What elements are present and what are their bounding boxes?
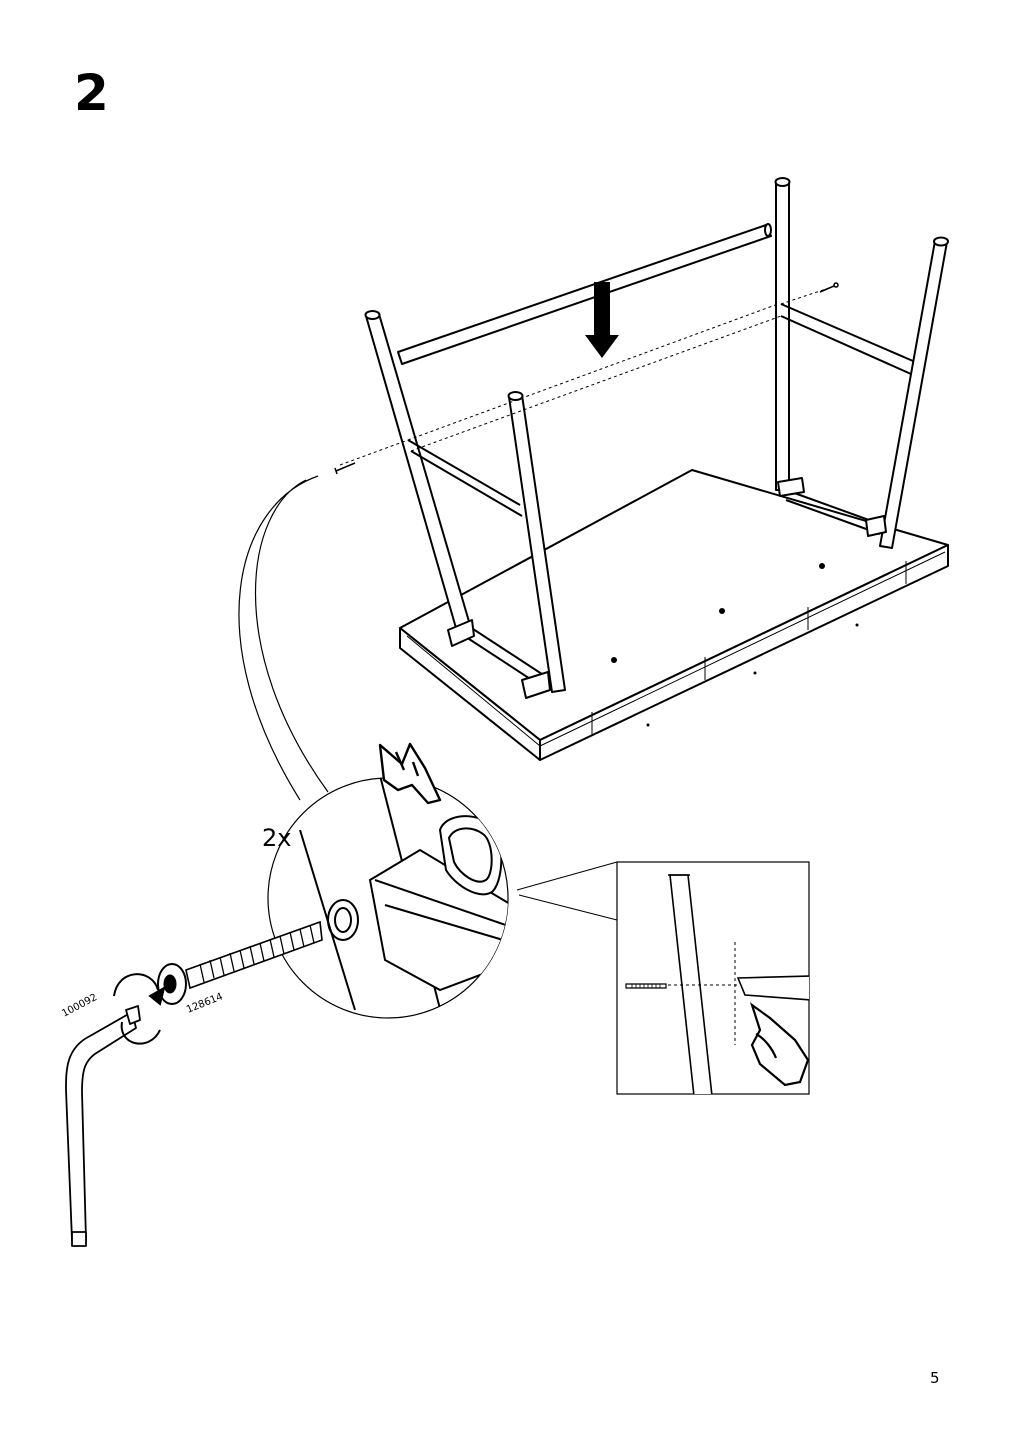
- hand-pointing-icon: [378, 742, 442, 805]
- callout-connector: [238, 475, 329, 801]
- bolt: [157, 920, 323, 1005]
- hand-icon: [749, 1002, 809, 1087]
- detail-circle: 2x 100092 128614: [60, 742, 509, 1247]
- page-number: 5: [930, 1369, 940, 1387]
- guide-lines: [339, 286, 833, 466]
- crossbar-rail: [397, 223, 772, 365]
- right-leg-frame: [774, 177, 949, 549]
- allen-key: [65, 1005, 141, 1247]
- allen-key-part-label: 100092: [60, 992, 99, 1020]
- quantity-label: 2x: [262, 824, 291, 852]
- right-screw: [819, 282, 839, 293]
- detail-box: [616, 861, 810, 1095]
- left-screw: [334, 462, 356, 475]
- bolt-part-label: 128614: [185, 991, 225, 1016]
- down-arrow-icon: [585, 282, 619, 358]
- step-number: 2: [74, 64, 109, 122]
- detail-box-connector: [516, 861, 618, 921]
- rotate-arrow-icon: [113, 973, 166, 1045]
- table-assembly: [334, 177, 949, 761]
- tabletop: [399, 469, 949, 761]
